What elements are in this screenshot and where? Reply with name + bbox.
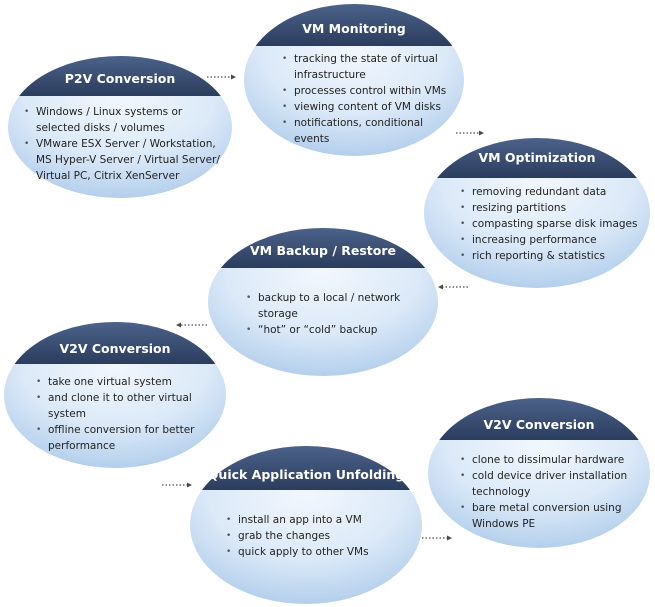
arrow-head [479,130,484,136]
list-item: bare metal conversion using Windows PE [460,500,645,532]
node-quick-application-unfolding: Quick Application Unfolding install an a… [190,446,422,604]
list-item: offline conversion for better performanc… [36,422,216,454]
list-item: backup to a local / network storage [246,290,426,322]
list-item: tracking the state of virtual infrastruc… [282,51,452,83]
node-v2v-conversion-right: V2V Conversion clone to dissimular hardw… [428,398,650,548]
list-item: cold device driver installation technolo… [460,468,645,500]
list-item: removing redundant data [460,184,645,200]
list-item: VMware ESX Server / Workstation, MS Hype… [24,136,224,184]
list-item: clone to dissimular hardware [460,452,645,468]
list-item: resizing partitions [460,200,645,216]
list-item: “hot” or “cold” backup [246,322,426,338]
node-monitoring-title: VM Monitoring [302,21,406,36]
list-item: rich reporting & statistics [460,248,645,264]
list-item: notifications, conditional events [282,115,452,147]
node-p2v-title: P2V Conversion [64,71,176,86]
node-backup-list: backup to a local / network storage “hot… [246,290,426,338]
list-item: Windows / Linux systems or selected disk… [24,104,224,136]
list-item: take one virtual system [36,374,216,390]
list-item: processes control within VMs [282,83,452,99]
list-item: quick apply to other VMs [226,544,411,560]
node-v2v-left-title: V2V Conversion [59,341,171,356]
node-v2v-left-list: take one virtual system and clone it to … [36,374,216,454]
node-unfolding-list: install an app into a VM grab the change… [226,512,411,560]
node-optimization-list: removing redundant data resizing partiti… [460,184,645,264]
list-item: viewing content of VM disks [282,99,452,115]
node-monitoring-list: tracking the state of virtual infrastruc… [282,51,452,147]
list-item: increasing performance [460,232,645,248]
node-p2v-conversion: P2V Conversion Windows / Linux systems o… [8,56,232,198]
node-vm-optimization: VM Optimization removing redundant data … [424,138,650,288]
list-item: grab the changes [226,528,411,544]
list-item: and clone it to other virtual system [36,390,216,422]
node-v2v-right-list: clone to dissimular hardware cold device… [460,452,645,532]
list-item: compasting sparse disk images [460,216,645,232]
node-vm-monitoring: VM Monitoring tracking the state of virt… [244,4,464,156]
node-unfolding-title: Quick Application Unfolding [207,467,405,482]
list-item: install an app into a VM [226,512,411,528]
node-v2v-right-title: V2V Conversion [483,417,595,432]
node-optimization-title: VM Optimization [478,150,596,165]
node-p2v-list: Windows / Linux systems or selected disk… [24,104,224,184]
node-vm-backup-restore: VM Backup / Restore backup to a local / … [208,228,438,376]
node-backup-title: VM Backup / Restore [249,243,396,258]
node-v2v-conversion-left: V2V Conversion take one virtual system a… [4,322,226,468]
